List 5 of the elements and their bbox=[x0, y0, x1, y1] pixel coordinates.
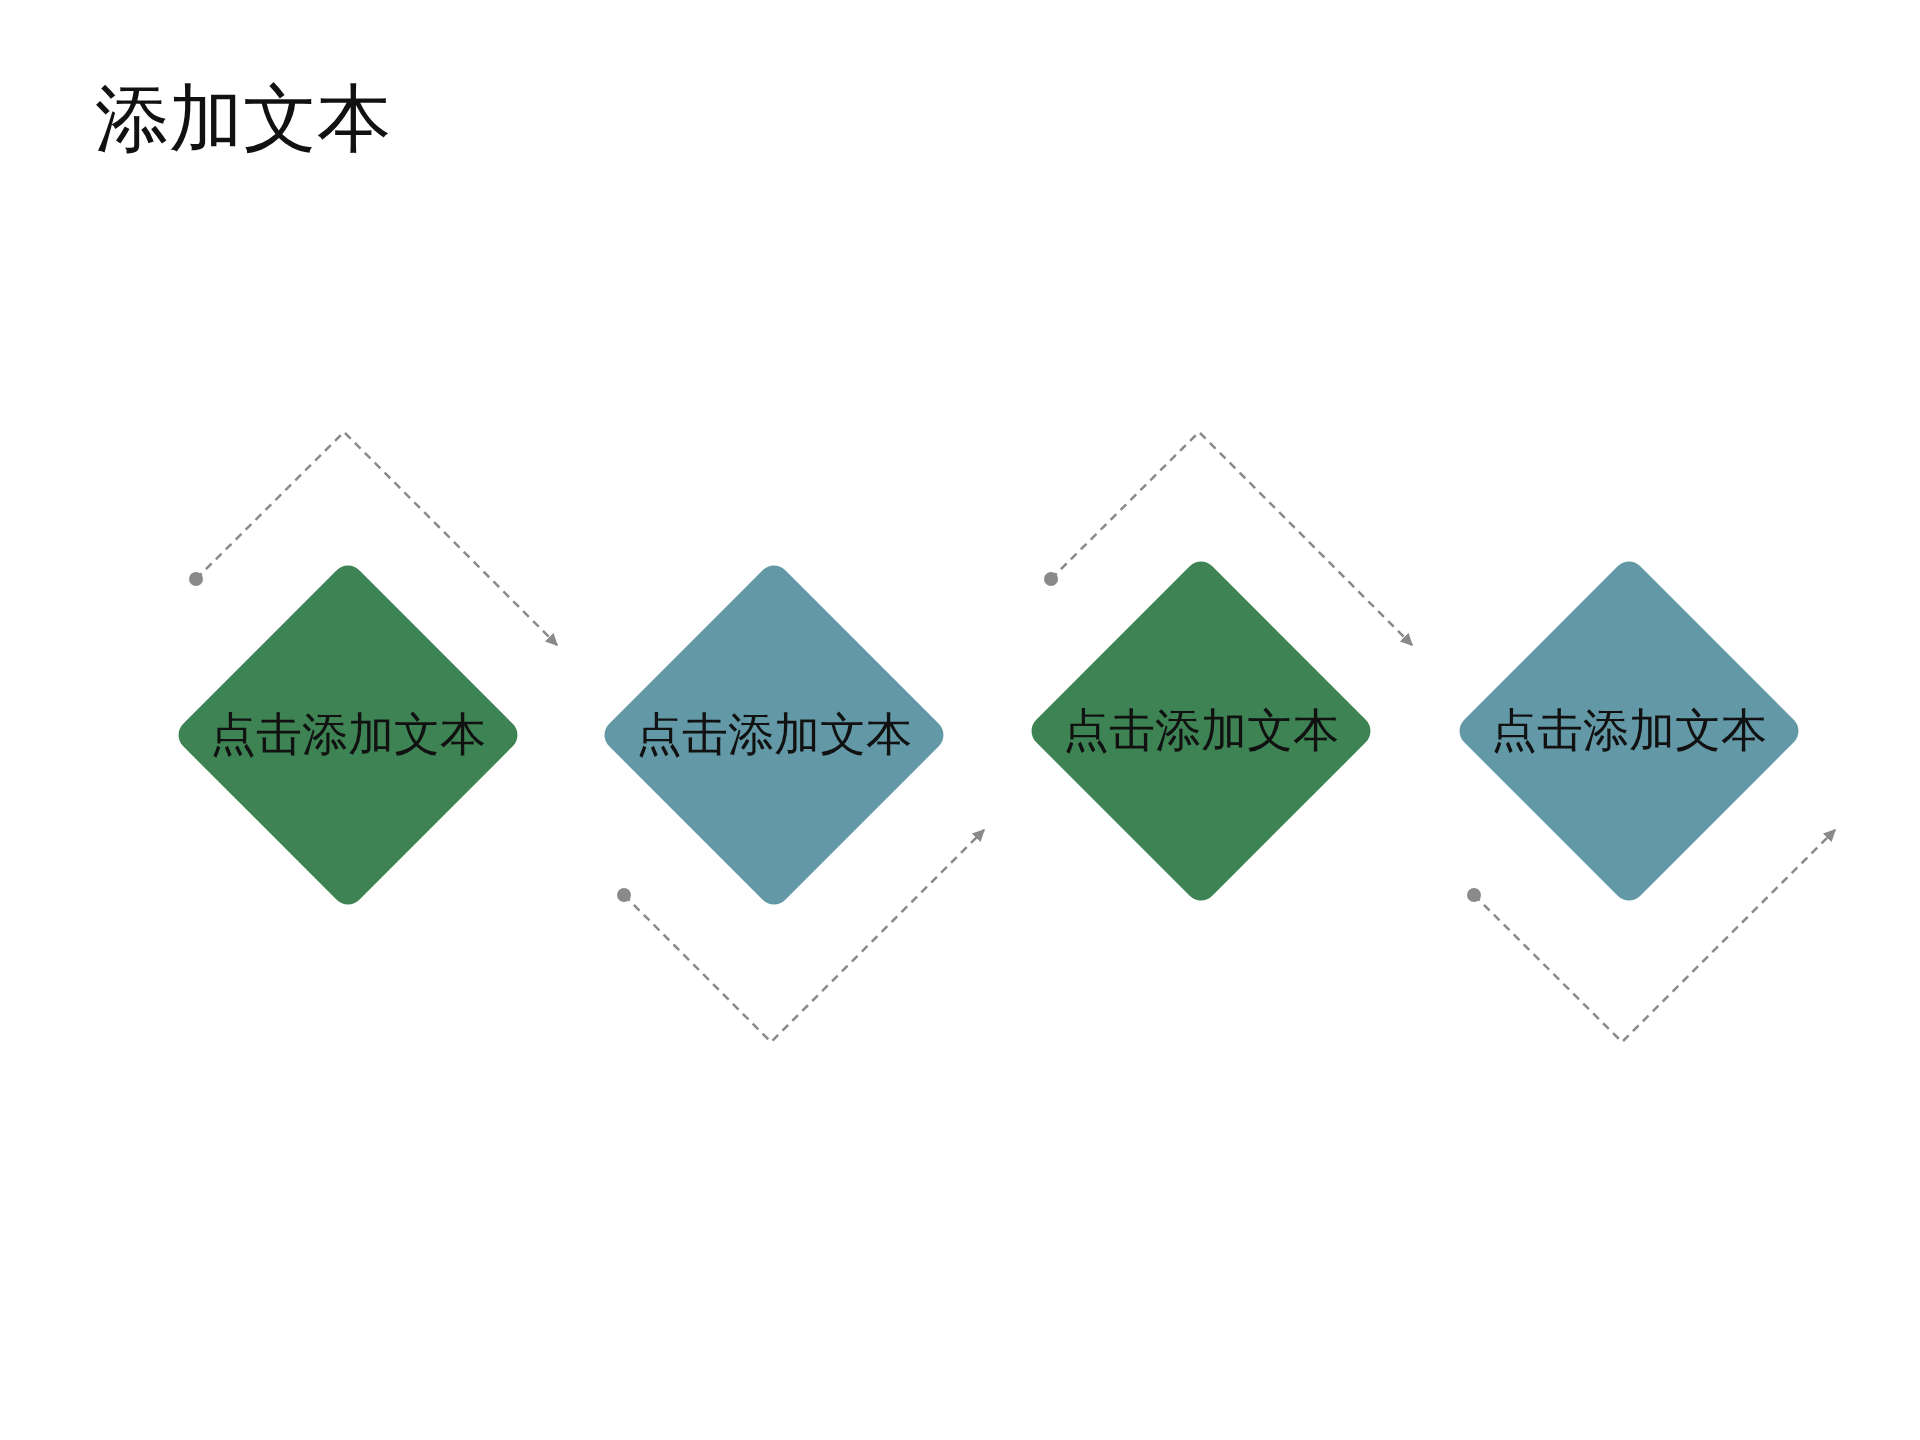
step-label: 点击添加文本 bbox=[209, 706, 487, 763]
step-label: 点击添加文本 bbox=[1062, 702, 1340, 759]
step-label: 点击添加文本 bbox=[635, 706, 913, 763]
slide-title: 添加文本 bbox=[95, 74, 391, 163]
step-label: 点击添加文本 bbox=[1490, 702, 1768, 759]
